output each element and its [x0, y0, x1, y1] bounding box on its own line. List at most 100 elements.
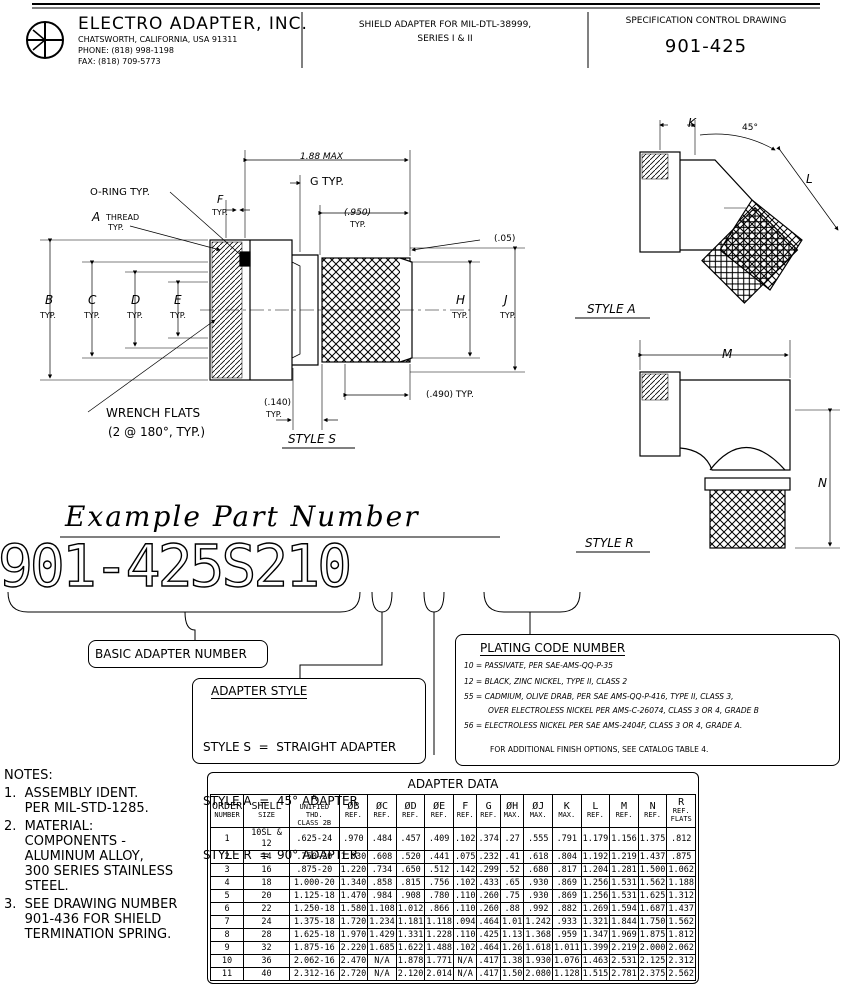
- a-thread-label: THREAD: [106, 213, 140, 222]
- basic-adapter-box: BASIC ADAPTER NUMBER: [88, 640, 268, 668]
- table-cell: 1.875: [637, 928, 668, 942]
- table-header-text: REF.: [615, 811, 633, 819]
- note-line: ALUMINUM ALLOY,: [4, 849, 144, 864]
- table-header-text: K: [563, 801, 570, 812]
- table-cell: 1.156: [609, 827, 639, 851]
- table-cell: .930: [523, 889, 554, 903]
- table-cell: 28: [243, 928, 290, 942]
- table-cell: .520: [395, 850, 426, 864]
- table-cell: 1.488: [424, 941, 454, 955]
- wrench-flats-detail: (2 @ 180°, TYP.): [108, 425, 206, 439]
- table-cell: 20: [243, 889, 290, 903]
- table-cell: .374: [476, 827, 501, 851]
- table-cell: 1.812: [666, 928, 696, 942]
- table-cell: 2.000: [637, 941, 668, 955]
- table-cell: 1.594: [609, 902, 639, 916]
- o-ring-label: O-RING TYP.: [90, 187, 150, 198]
- table-cell: .812: [666, 827, 696, 851]
- note-line: STEEL.: [4, 879, 69, 894]
- k-label: K: [688, 116, 696, 130]
- e-typ-label: TYP.: [170, 311, 186, 320]
- table-cell: 1.625: [637, 889, 668, 903]
- notes-block: NOTES: 1. ASSEMBLY IDENT. PER MIL-STD-12…: [4, 768, 177, 942]
- table-cell: 7: [209, 915, 245, 929]
- table-cell: .930: [523, 876, 554, 890]
- table-cell: .992: [523, 902, 554, 916]
- table-cell: .933: [552, 915, 582, 929]
- table-cell: 24: [243, 915, 290, 929]
- basic-adapter-label: BASIC ADAPTER NUMBER: [95, 647, 247, 661]
- table-cell: .858: [367, 876, 397, 890]
- n-label: N: [818, 476, 827, 490]
- table-cell: .555: [523, 827, 554, 851]
- table-cell: 1.256: [580, 889, 611, 903]
- plating-line: 10 = PASSIVATE, PER SAE-AMS-QQ-P-35: [464, 661, 613, 670]
- table-cell: 1.685: [367, 941, 397, 955]
- table-header-text: ØD: [404, 801, 417, 812]
- table-cell: N/A: [452, 967, 478, 981]
- e-label: E: [174, 293, 182, 307]
- table-header-text: SIZE: [258, 811, 275, 819]
- table-cell: 1.118: [424, 915, 454, 929]
- table-cell: 1.580: [338, 902, 369, 916]
- table-cell: 1.219: [609, 850, 639, 864]
- table-cell: .425: [476, 928, 501, 942]
- table-cell: 1.399: [580, 941, 611, 955]
- plating-line: OVER ELECTROLESS NICKEL PER AMS-C-26074,…: [488, 706, 759, 715]
- table-cell: 1.375: [637, 827, 668, 851]
- table-cell: 4: [209, 876, 245, 890]
- c-label: C: [88, 293, 97, 307]
- table-cell: N/A: [452, 954, 478, 968]
- table-cell: 2.720: [338, 967, 369, 981]
- style-s-caption: STYLE S: [288, 432, 336, 446]
- table-cell: 1.108: [367, 902, 397, 916]
- table-cell: .791: [552, 827, 582, 851]
- table-cell: .750-20: [288, 850, 340, 864]
- table-cell: 2.219: [609, 941, 639, 955]
- table-cell: .869: [552, 876, 582, 890]
- table-cell: .260: [476, 889, 501, 903]
- table-header-text: MAX.: [529, 811, 547, 819]
- table-cell: 1.125-18: [288, 889, 340, 903]
- table-cell: 1.250-18: [288, 902, 340, 916]
- example-part-number: 901-425S210: [0, 532, 353, 600]
- plating-line: 12 = BLACK, ZINC NICKEL, TYPE II, CLASS …: [464, 677, 628, 686]
- angle-45-label: 45°: [742, 123, 758, 133]
- table-cell: 1.930: [523, 954, 554, 968]
- table-cell: 1.188: [666, 876, 696, 890]
- table-header-text: F: [462, 801, 469, 812]
- table-cell: 1.969: [609, 928, 639, 942]
- table-header-text: M: [620, 801, 628, 812]
- table-cell: N/A: [367, 967, 397, 981]
- table-cell: .094: [452, 915, 478, 929]
- j-typ-label: TYP.: [500, 311, 516, 320]
- table-cell: 1.331: [395, 928, 426, 942]
- table-cell: .625-24: [288, 827, 340, 851]
- table-cell: .075: [452, 850, 478, 864]
- table-cell: 1.030: [338, 850, 369, 864]
- table-cell: 9: [209, 941, 245, 955]
- plating-footnote: FOR ADDITIONAL FINISH OPTIONS, SEE CATAL…: [490, 745, 709, 754]
- table-cell: .608: [367, 850, 397, 864]
- table-cell: .618: [523, 850, 554, 864]
- note-line: 300 SERIES STAINLESS: [4, 864, 174, 879]
- table-cell: 10SL & 12: [243, 827, 290, 851]
- title-block-frame: [32, 3, 820, 68]
- table-cell: 1.011: [552, 941, 582, 955]
- table-cell: 1.228: [424, 928, 454, 942]
- table-cell: 1.437: [666, 902, 696, 916]
- table-cell: 2.531: [609, 954, 639, 968]
- table-header-text: MAX.: [503, 811, 521, 819]
